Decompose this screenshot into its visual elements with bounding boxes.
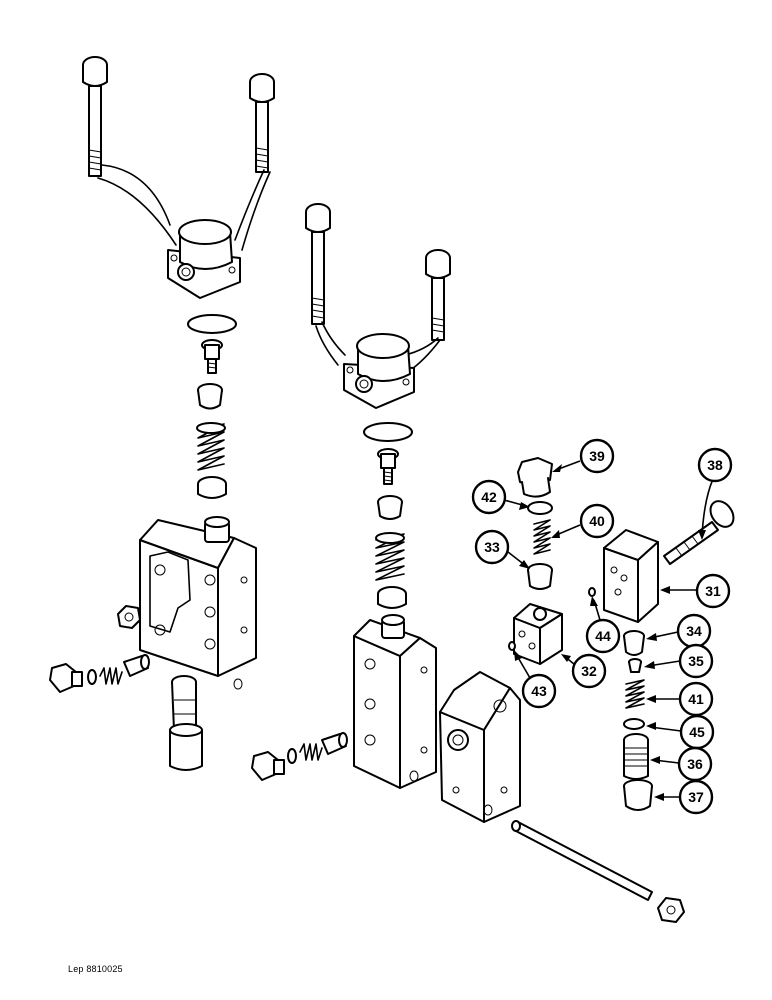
callout-31: 31 — [660, 573, 731, 609]
left-valve-section — [139, 516, 257, 690]
cap-33 — [527, 563, 553, 590]
fitting-34 — [623, 630, 645, 656]
o-ring-45 — [623, 718, 645, 730]
callout-label-41: 41 — [688, 691, 704, 707]
left-bolt-long — [82, 56, 108, 177]
center-spring — [375, 532, 405, 581]
center-small-cap-screw — [377, 448, 399, 485]
center-solenoid-body — [343, 333, 415, 409]
callout-label-37: 37 — [688, 789, 704, 805]
left-solenoid-assembly — [82, 56, 275, 499]
callout-42: 42 — [471, 479, 530, 515]
callout-33: 33 — [474, 529, 530, 569]
callout-label-43: 43 — [531, 683, 547, 699]
callout-label-39: 39 — [589, 448, 605, 464]
center-plug-assembly — [251, 732, 348, 781]
callout-35: 35 — [644, 643, 714, 679]
plug-36 — [623, 733, 649, 780]
spring-40 — [533, 519, 551, 555]
right-end-cover — [439, 671, 521, 823]
left-nut — [117, 605, 141, 629]
o-ring-43 — [508, 641, 516, 651]
center-bolt-short — [425, 249, 451, 341]
center-spring-seat — [377, 586, 407, 609]
spring-41 — [625, 679, 645, 709]
center-bolt-long — [305, 203, 331, 325]
tie-rod — [511, 820, 653, 901]
callout-label-36: 36 — [687, 756, 703, 772]
callout-37: 37 — [654, 779, 714, 815]
left-plug-assembly — [49, 654, 150, 693]
left-solenoid-body — [167, 219, 241, 299]
o-ring-42 — [527, 501, 553, 515]
drawing-reference-code: Lep 8810025 — [68, 964, 123, 974]
center-o-ring — [363, 422, 413, 442]
callout-34: 34 — [646, 613, 712, 649]
left-bolt-short — [249, 73, 275, 173]
callout-32: 32 — [561, 653, 607, 689]
callout-label-40: 40 — [589, 513, 605, 529]
cap-37 — [623, 779, 653, 811]
block-31 — [603, 529, 659, 623]
callout-label-42: 42 — [481, 489, 497, 505]
callout-label-45: 45 — [689, 724, 705, 740]
callout-39: 39 — [552, 438, 615, 474]
callout-45: 45 — [646, 714, 715, 750]
o-ring-44 — [588, 587, 596, 597]
left-o-ring — [187, 314, 237, 334]
left-spring-cap — [197, 383, 223, 410]
left-spring — [196, 422, 226, 471]
callout-label-35: 35 — [688, 653, 704, 669]
callout-label-44: 44 — [595, 628, 611, 644]
center-solenoid-assembly — [305, 203, 451, 609]
block-32 — [513, 603, 563, 665]
callout-label-33: 33 — [484, 539, 500, 555]
tie-rod-nut — [657, 897, 685, 923]
callout-label-34: 34 — [686, 623, 702, 639]
left-spool — [169, 675, 203, 771]
callout-40: 40 — [551, 503, 615, 539]
poppet-35 — [628, 658, 642, 673]
callout-38: 38 — [697, 447, 733, 540]
callout-label-32: 32 — [581, 663, 597, 679]
callout-41: 41 — [646, 681, 714, 717]
left-spring-seat — [197, 476, 227, 499]
callout-label-38: 38 — [707, 457, 723, 473]
callout-label-31: 31 — [705, 583, 721, 599]
left-small-cap-screw — [201, 339, 223, 374]
callout-43: 43 — [514, 650, 557, 709]
plug-39 — [517, 457, 553, 498]
center-spring-cap — [377, 495, 403, 520]
callout-44: 44 — [585, 596, 621, 654]
callout-36: 36 — [650, 746, 713, 782]
center-valve-section — [353, 614, 437, 789]
